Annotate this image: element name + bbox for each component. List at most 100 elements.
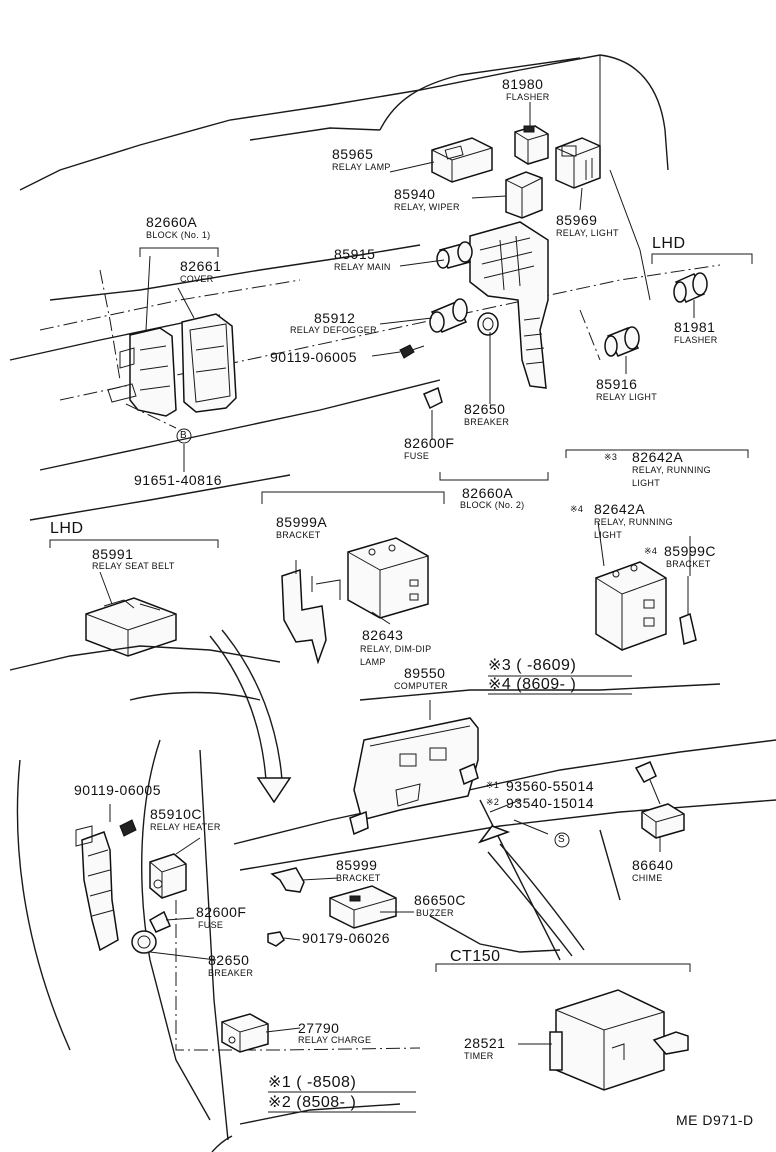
bolt-drawing-top [399, 344, 425, 359]
bracket-85999a-drawing [281, 560, 341, 665]
leader-lines-lower [99, 521, 691, 1045]
timer-drawing [549, 989, 689, 1091]
part-name-relay-main: RELAY MAIN [334, 262, 391, 272]
diagram-code: ME D971-D [676, 1112, 754, 1128]
part-number-82660a-block2: 82660A [462, 485, 514, 501]
region-label-ct150: CT150 [450, 948, 501, 965]
part-name-cover: COVER [180, 274, 214, 284]
part-number-90119-06005-top: 90119-06005 [270, 349, 357, 365]
part-number-85940: 85940 [394, 186, 436, 202]
relay-defogger-drawing [429, 298, 468, 333]
breaker-drawing-top [477, 312, 499, 336]
part-name-lamp: LAMP [360, 657, 386, 667]
part-name-bracket-85999a: BRACKET [276, 530, 321, 540]
part-number-28521: 28521 [464, 1035, 506, 1051]
marker-s: S [558, 834, 565, 845]
part-name-relay-running-4: RELAY, RUNNING [594, 517, 673, 527]
part-name-breaker-left: BREAKER [208, 968, 254, 978]
part-name-relay-heater: RELAY HEATER [150, 822, 221, 832]
bracket-85999-drawing [270, 867, 305, 893]
part-number-82660a-block1: 82660A [146, 214, 198, 230]
relay-main-drawing [436, 241, 473, 269]
part-name-fuse-left: FUSE [198, 920, 224, 930]
footnote-4: ※4 (8609- ) [488, 676, 577, 693]
relay-heater-drawing [149, 853, 187, 899]
fuse-block-no2-drawing [469, 221, 549, 389]
part-name-block-no2: BLOCK (No. 2) [460, 500, 525, 510]
leader-lines-top [145, 102, 695, 472]
footnote-mark-4: ※4 [570, 504, 584, 514]
part-name-computer: COMPUTER [394, 681, 448, 691]
fuse-drawing-top [423, 386, 443, 410]
fuse-drawing-left [149, 910, 171, 933]
part-number-82600f-left: 82600F [196, 904, 247, 920]
relay-running-light-drawing [595, 561, 667, 651]
dashboard-outline-upper [9, 54, 721, 521]
part-number-85999: 85999 [336, 857, 378, 873]
part-number-93540-15014: 93540-15014 [506, 795, 595, 811]
relay-charge-drawing [221, 1013, 269, 1053]
footnote-mark-3: ※3 [604, 452, 618, 462]
part-name-relay-light-round: RELAY LIGHT [596, 392, 657, 402]
part-number-82661: 82661 [180, 258, 222, 274]
part-number-82650-top: 82650 [464, 401, 506, 417]
bracket-85999c-drawing [679, 576, 697, 645]
part-number-81980: 81980 [502, 76, 544, 92]
flasher-lhd-drawing [673, 272, 708, 303]
region-label-lhd-top: LHD [652, 235, 686, 252]
relay-dim-dip-drawing [347, 537, 429, 619]
part-name-block-no1: BLOCK (No. 1) [146, 230, 211, 240]
part-number-85969: 85969 [556, 212, 598, 228]
part-number-81981: 81981 [674, 319, 716, 335]
footnote-mark-1: ※1 [486, 780, 500, 790]
part-name-relay-charge: RELAY CHARGE [298, 1035, 372, 1045]
part-name-relay-running-3: RELAY, RUNNING [632, 465, 711, 475]
part-number-85916: 85916 [596, 376, 638, 392]
part-number-85999c: 85999C [664, 543, 717, 559]
part-name-flasher-lhd: FLASHER [674, 335, 718, 345]
part-name-relay-dim-dip: RELAY, DIM-DIP [360, 644, 432, 654]
part-number-82643: 82643 [362, 627, 404, 643]
part-number-85910c: 85910C [150, 806, 203, 822]
part-number-91651-40816: 91651-40816 [134, 472, 223, 488]
part-number-82650-left: 82650 [208, 952, 250, 968]
part-name-bracket-85999c: BRACKET [666, 559, 711, 569]
part-number-82600f-top: 82600F [404, 435, 455, 451]
part-number-85999a: 85999A [276, 514, 328, 530]
footnote-mark-4-bracket: ※4 [644, 546, 658, 556]
part-name-chime: CHIME [632, 873, 663, 883]
footnote-mark-2: ※2 [486, 797, 500, 807]
region-label-lhd-left: LHD [50, 520, 84, 537]
part-name-relay-defogger: RELAY DEFOGGER [290, 325, 377, 335]
part-number-27790: 27790 [298, 1020, 340, 1036]
relay-light-drawing [555, 137, 601, 189]
part-name-breaker-top: BREAKER [464, 417, 510, 427]
relay-wiper-drawing [505, 171, 543, 219]
part-name-bracket-85999: BRACKET [336, 873, 381, 883]
relay-seat-belt-drawing [85, 597, 177, 657]
footnote-1: ※1 ( -8508) [268, 1074, 357, 1091]
arrows [209, 629, 585, 957]
nut-drawing [267, 931, 285, 947]
part-name-relay-lamp: RELAY LAMP [332, 162, 391, 172]
breaker-drawing-left [131, 930, 157, 954]
part-number-85915: 85915 [334, 246, 376, 262]
part-number-85965: 85965 [332, 146, 374, 162]
part-number-82642a-3: 82642A [632, 449, 684, 465]
relay-lamp-drawing [431, 137, 493, 183]
part-name-light-3: LIGHT [632, 478, 661, 488]
part-number-85991: 85991 [92, 546, 134, 562]
part-name-flasher: FLASHER [506, 92, 550, 102]
left-fuse-block-drawing [75, 825, 119, 952]
part-number-89550: 89550 [404, 665, 446, 681]
cover-drawing [181, 313, 237, 413]
flasher-drawing-top [514, 125, 549, 165]
part-number-90119-06005-left: 90119-06005 [74, 782, 161, 798]
bolt-drawing-left [109, 804, 137, 837]
part-name-relay-light: RELAY, LIGHT [556, 228, 619, 238]
chime-drawing [634, 761, 685, 839]
part-name-relay-wiper: RELAY, WIPER [394, 202, 460, 212]
marker-b: B [180, 430, 187, 441]
